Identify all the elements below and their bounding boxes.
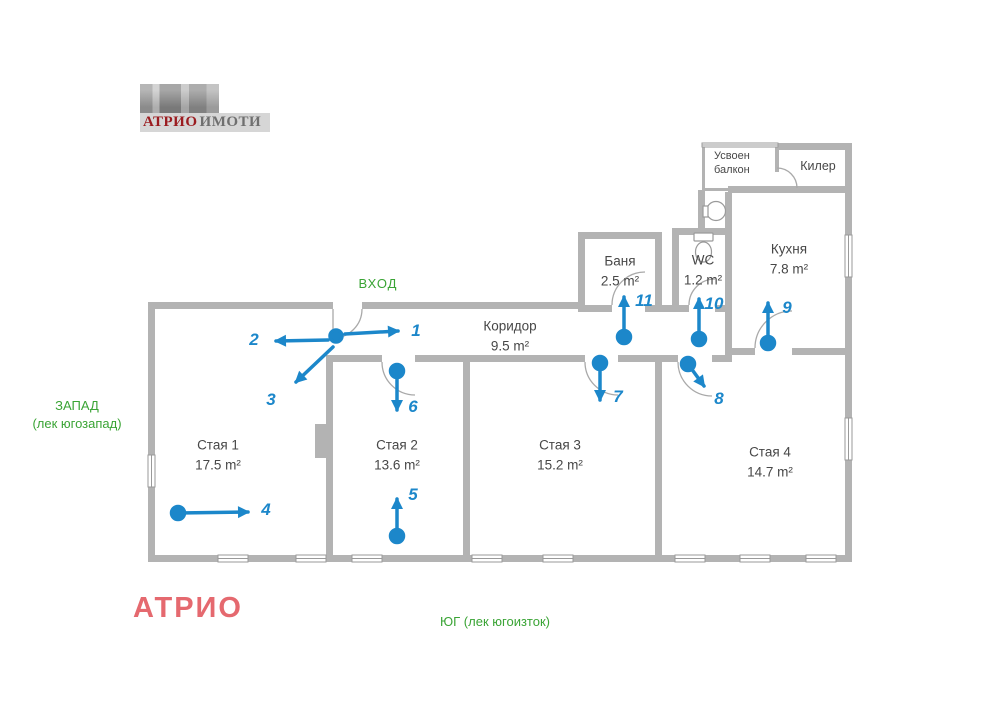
arrow-number-1: 1: [411, 321, 421, 340]
room-area: 17.5 m²: [195, 457, 241, 472]
window: [295, 554, 327, 563]
arrow-number-7: 7: [613, 387, 623, 406]
arrow-4: [169, 504, 250, 522]
window: [805, 554, 837, 563]
window: [351, 554, 383, 563]
west-label-main: ЗАПАД: [55, 397, 99, 413]
room-name: Коридор: [483, 318, 537, 334]
arrow-number-8: 8: [714, 389, 724, 408]
room-area: 15.2 m²: [537, 457, 583, 472]
boiler-icon: [702, 200, 727, 222]
room-area: 13.6 m²: [374, 457, 420, 472]
room3-door-arc: [584, 361, 619, 396]
window: [844, 234, 853, 278]
wc-label: WC 1.2 m²: [684, 250, 722, 289]
room-name: Стая 3: [539, 437, 581, 453]
room-name: Стая 2: [376, 437, 418, 453]
logo: АТРИО ИМОТИ: [140, 84, 270, 132]
wc-door-arc: [688, 278, 716, 306]
arrow-6: [388, 362, 406, 412]
logo-brand-text: АТРИО: [143, 114, 198, 130]
arrow-number-3: 3: [266, 390, 276, 409]
bath-label: Баня 2.5 m²: [601, 251, 639, 290]
window: [674, 554, 706, 563]
west-label: ЗАПАД (лек югозапад): [32, 397, 121, 433]
pantry-label: Килер: [800, 159, 836, 173]
room-area: 14.7 m²: [747, 464, 793, 479]
room-area: 9.5 m²: [490, 338, 530, 353]
west-label-sub: (лек югозапад): [32, 416, 122, 431]
bath-door-arc: [611, 271, 646, 306]
arrow-9: [759, 301, 777, 352]
corridor-label: Коридор 9.5 m²: [483, 316, 536, 355]
direction-arrows: [169, 295, 777, 545]
logo-image: [140, 84, 219, 113]
arrow-number-9: 9: [782, 298, 792, 317]
toilet-icon: [693, 232, 714, 263]
room-area: 2.5 m²: [600, 273, 640, 288]
kitchen-label: Кухня 7.8 m²: [770, 239, 808, 278]
room-area: 1.2 m²: [683, 272, 723, 287]
logo-wordmark: АТРИО ИМОТИ: [140, 113, 270, 132]
arrow-number-10: 10: [704, 294, 724, 313]
arrow-5: [388, 497, 406, 545]
room4-label: Стая 4 14.7 m²: [747, 442, 793, 481]
room-name: Стая 1: [197, 437, 239, 453]
room1-label: Стая 1 17.5 m²: [195, 435, 241, 474]
room4-door-arc: [677, 361, 713, 397]
balcony-label: Усвоен балкон: [714, 150, 750, 176]
arrow-number-6: 6: [408, 397, 418, 416]
watermark-text: АТРИО: [133, 592, 243, 624]
window: [471, 554, 503, 563]
arrow-number-11: 11: [635, 291, 653, 310]
window: [217, 554, 249, 563]
arrow-3: [294, 345, 335, 384]
window: [542, 554, 574, 563]
arrow-11: [615, 295, 633, 346]
window: [739, 554, 771, 563]
windows: [147, 142, 853, 563]
arrow-1: [328, 325, 400, 344]
room-name: Стая 4: [749, 444, 791, 460]
pantry-door-arc: [776, 167, 798, 189]
room2-label: Стая 2 13.6 m²: [374, 435, 420, 474]
room-name: Баня: [604, 253, 636, 269]
arrow-8: [679, 355, 706, 388]
entrance-label: ВХОД: [358, 275, 398, 291]
south-label: ЮГ (лек югоизток): [440, 613, 550, 629]
arrow-number-2: 2: [249, 330, 259, 349]
arrow-10: [690, 297, 708, 348]
arrow-7: [591, 354, 609, 402]
room-name: WC: [691, 252, 715, 268]
arrow-number-5: 5: [408, 485, 418, 504]
room-name: Кухня: [770, 241, 808, 257]
arrow-number-4: 4: [261, 500, 271, 519]
window: [844, 417, 853, 461]
room2-door-arc: [381, 361, 416, 396]
logo-suffix-text: ИМОТИ: [199, 114, 262, 130]
room3-label: Стая 3 15.2 m²: [537, 435, 583, 474]
arrow-2: [274, 334, 330, 347]
kitchen-door-arc: [754, 310, 793, 349]
balcony-glazing: [701, 142, 779, 148]
window: [147, 454, 156, 488]
room-area: 7.8 m²: [769, 261, 809, 276]
